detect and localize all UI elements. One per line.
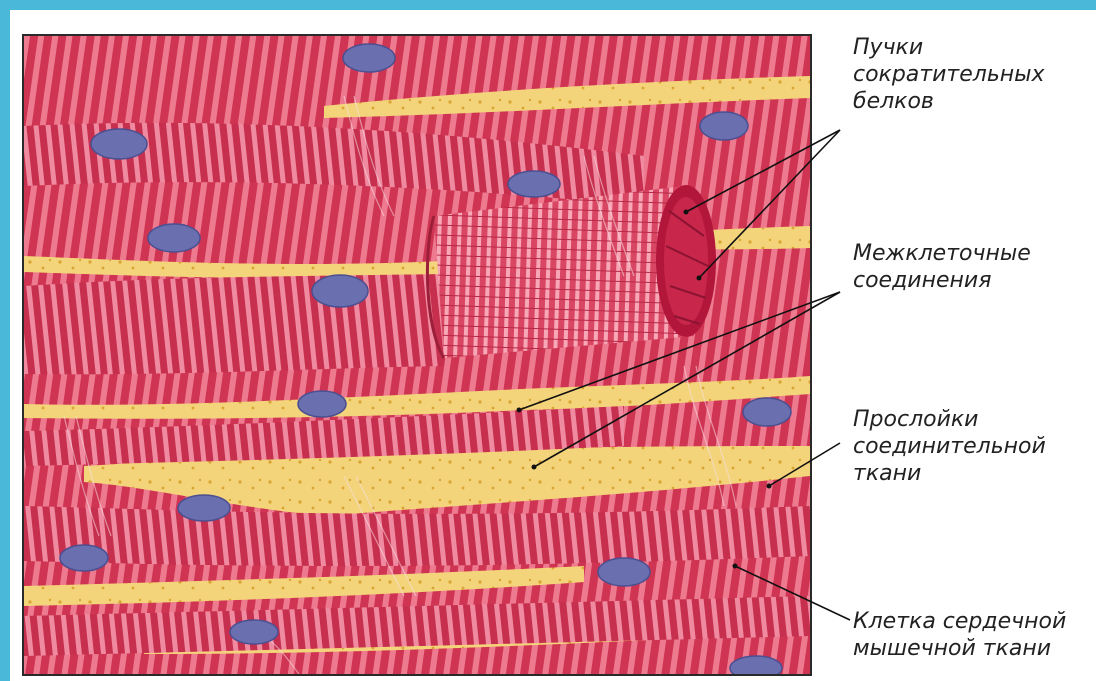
label-connective-layers: Прослойки соединительной ткани: [853, 406, 1046, 487]
label-cardiac-cell: Клетка сердечной мышечной ткани: [853, 608, 1066, 662]
label-intercalated-discs: Межклеточные соединения: [853, 240, 1031, 294]
label-contractile-bundles: Пучки сократительных белков: [853, 34, 1045, 115]
